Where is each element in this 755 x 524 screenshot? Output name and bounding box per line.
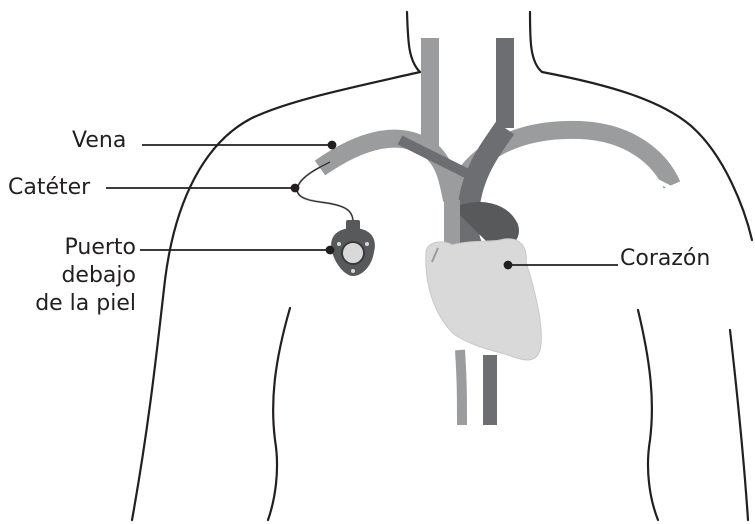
vein-system <box>320 38 675 425</box>
port-device <box>331 220 375 276</box>
port-hole-right <box>365 242 369 246</box>
label-vena: Vena <box>72 127 126 155</box>
leader-vena-dot <box>329 142 336 149</box>
heart-shape <box>426 239 542 360</box>
leader-corazon-dot <box>505 262 512 269</box>
label-puerto-line-3: de la piel <box>8 290 136 318</box>
descending-vein <box>460 350 462 425</box>
leader-cateter-dot <box>292 185 299 192</box>
label-corazon: Corazón <box>620 245 710 273</box>
right-arm-line <box>638 310 658 520</box>
label-puerto-line-2: debajo <box>8 262 136 290</box>
label-puerto: Puerto debajo de la piel <box>8 234 136 318</box>
port-septum <box>342 242 364 264</box>
port-hole-left <box>337 242 341 246</box>
label-puerto-line-1: Puerto <box>8 234 136 262</box>
label-cateter: Catéter <box>8 174 90 202</box>
right-chest-line <box>730 330 748 520</box>
left-arm-line <box>268 308 290 520</box>
leader-puerto-dot <box>327 247 334 254</box>
port-hole-bottom <box>351 269 355 273</box>
